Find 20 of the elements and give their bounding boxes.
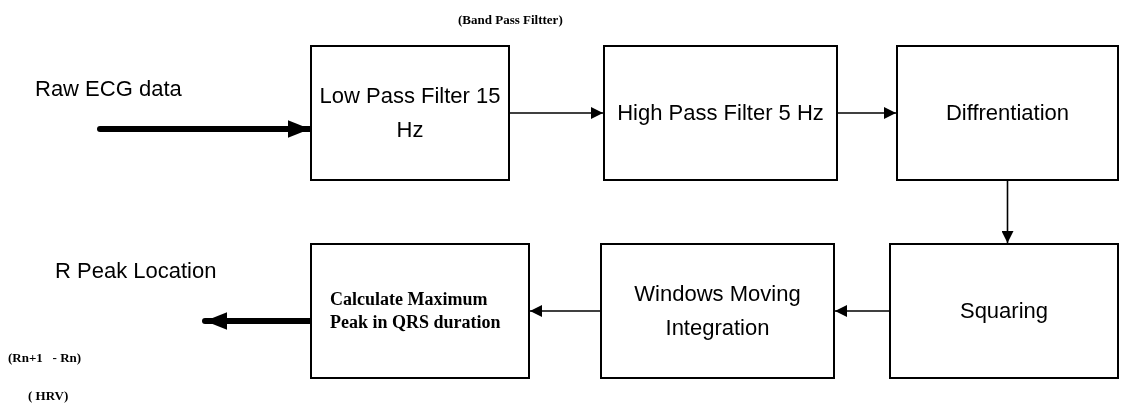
note-text: ( HRV): [28, 388, 69, 404]
process-box: [889, 243, 1119, 379]
box-label: High Pass Filter 5 Hz: [617, 98, 824, 127]
filter-box: [310, 45, 510, 181]
box-label: Low Pass Filter 15 Hz: [318, 81, 502, 144]
arrow: [509, 107, 604, 119]
box-label: Squaring: [959, 296, 1049, 325]
note-text: (Rn+1 - Rn): [8, 350, 82, 366]
arrow: [529, 305, 601, 317]
process-box: [310, 243, 530, 379]
filter-box: [603, 45, 838, 181]
box-label: Diffrentiation: [945, 98, 1070, 127]
arrow: [834, 305, 890, 317]
box-label: Windows Moving Integration: [633, 279, 802, 342]
process-box: [600, 243, 835, 379]
box-label: Calculate Maximum Peak in QRS duration: [330, 287, 502, 334]
arrow: [1001, 180, 1014, 244]
arrow: [837, 107, 897, 119]
note-text: (Band Pass Filtter): [458, 12, 563, 28]
process-box: [896, 45, 1119, 181]
